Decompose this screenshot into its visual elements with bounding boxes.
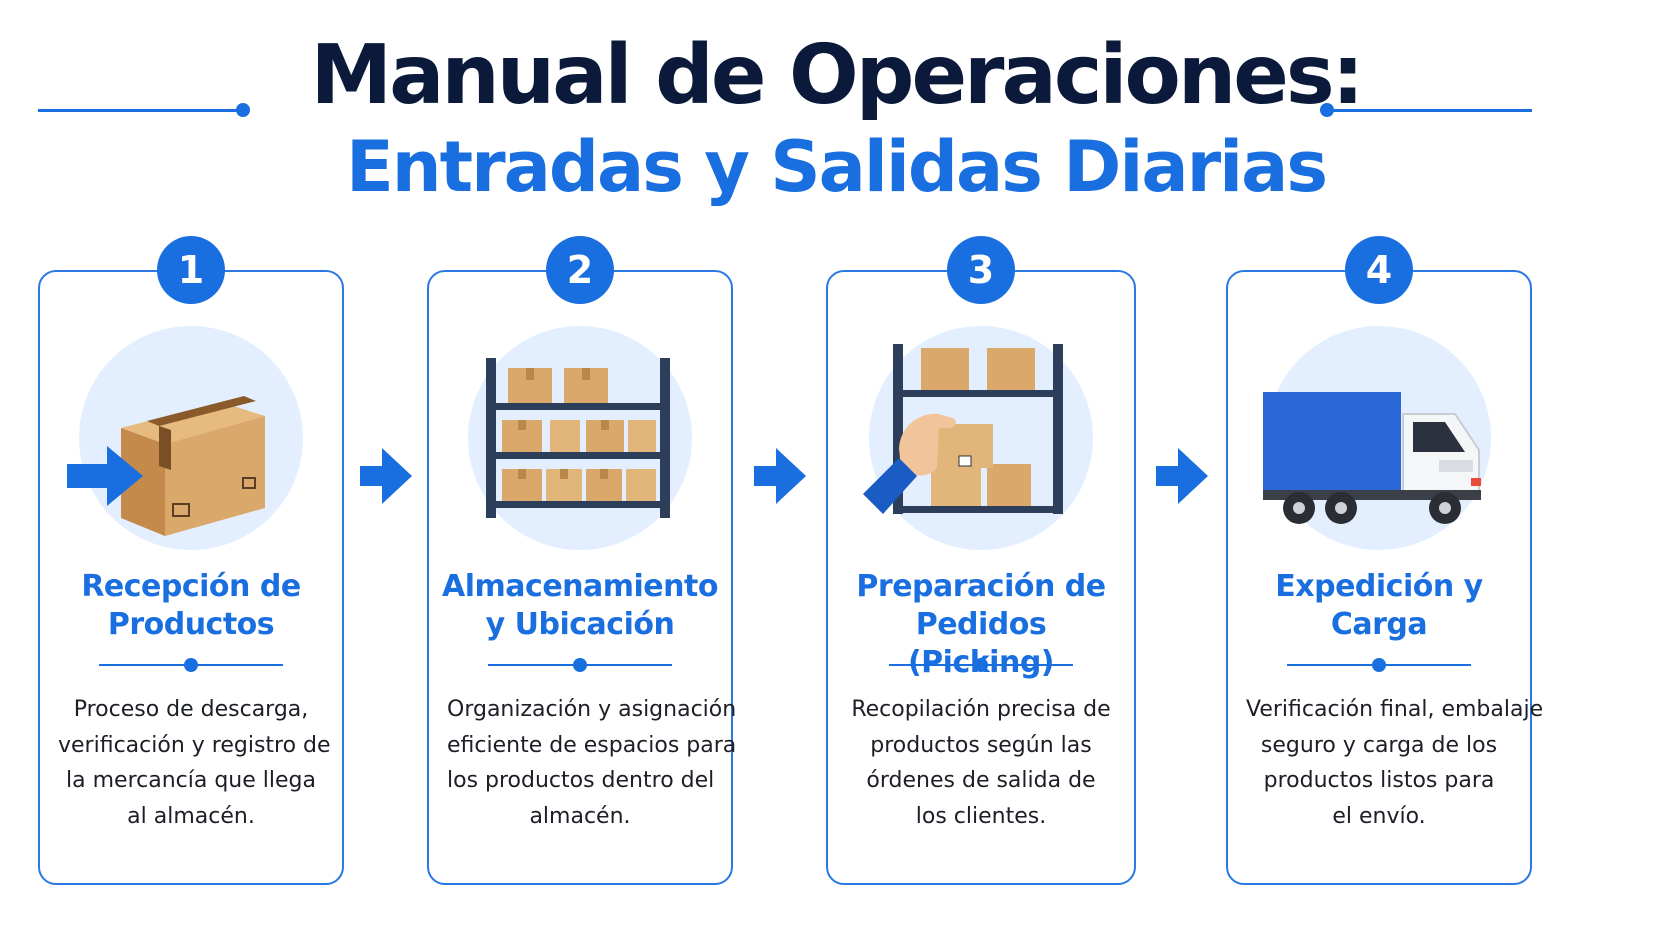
header-right-line — [1330, 109, 1532, 112]
arrow-right-icon — [360, 448, 412, 504]
arrow-right-icon — [1156, 448, 1208, 504]
delivery-truck-icon — [1263, 392, 1481, 524]
step-description: Proceso de descarga,verificación y regis… — [58, 697, 331, 829]
page-title: Manual de Operaciones: — [310, 28, 1365, 123]
header-right-dot — [1320, 103, 1334, 117]
divider-dot — [974, 658, 988, 672]
header-left-line — [38, 109, 242, 112]
arrow-right-icon — [754, 448, 806, 504]
step-number-badge-4: 4 — [1345, 236, 1413, 304]
step-number-badge-3: 3 — [947, 236, 1015, 304]
warehouse-shelf-icon — [486, 358, 670, 518]
box-incoming-icon — [67, 396, 265, 536]
divider-dot — [1372, 658, 1386, 672]
divider-dot — [573, 658, 587, 672]
hand-picking-icon — [863, 344, 1063, 514]
step-number-badge-1: 1 — [157, 236, 225, 304]
header-left-dot — [236, 103, 250, 117]
divider-dot — [184, 658, 198, 672]
page-subtitle: Entradas y Salidas Diarias — [345, 126, 1328, 208]
step-number-badge-2: 2 — [546, 236, 614, 304]
page-header: Manual de Operaciones: Entradas y Salida… — [0, 28, 1672, 210]
